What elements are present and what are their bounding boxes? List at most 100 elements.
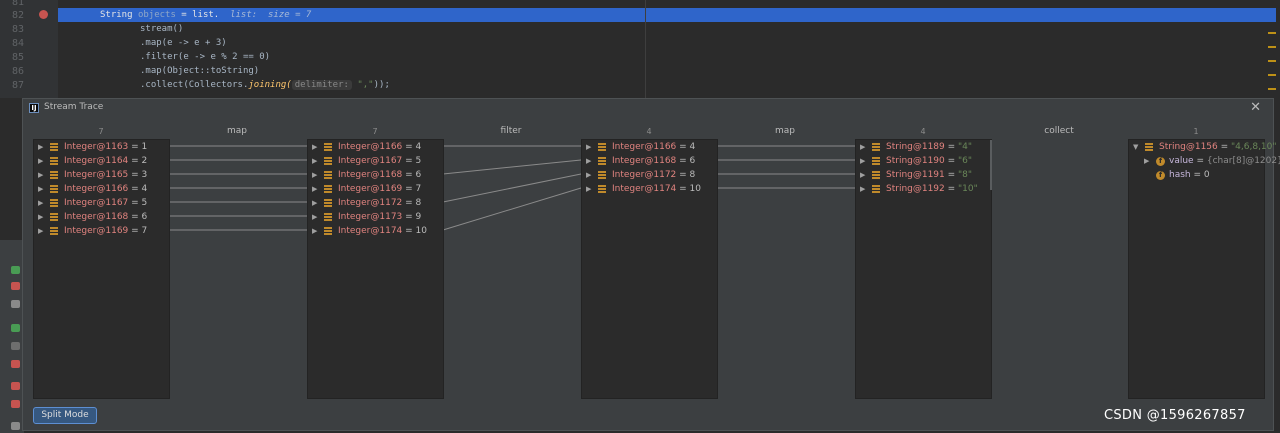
restore-icon[interactable] — [11, 282, 20, 290]
code-line-82: String objects = list. list: size = 7 — [100, 10, 311, 20]
dialog-title-bar[interactable]: IJ Stream Trace ✕ — [23, 99, 1273, 118]
object-name: Integer@1169 — [338, 184, 403, 194]
object-icon — [1145, 143, 1153, 151]
param-hint: delimiter: — [291, 80, 352, 90]
warning-marker[interactable] — [1268, 74, 1276, 76]
object-name: String@1192 — [886, 184, 945, 194]
stage-label-map: map — [227, 126, 247, 136]
resume-icon[interactable] — [11, 324, 20, 332]
expand-arrow-icon[interactable]: ▶ — [586, 185, 592, 193]
expand-arrow-icon[interactable]: ▶ — [38, 199, 44, 207]
object-name: Integer@1173 — [338, 212, 403, 222]
rerun-icon[interactable] — [11, 266, 20, 274]
debug-toolbar — [0, 240, 24, 433]
intellij-logo-icon: IJ — [29, 103, 39, 113]
object-icon — [324, 185, 332, 193]
object-name: Integer@1168 — [64, 212, 129, 222]
execution-line-highlight — [58, 8, 1276, 22]
object-name: Integer@1172 — [612, 170, 677, 180]
expand-arrow-icon[interactable]: ▶ — [38, 185, 44, 193]
stage-label-collect: collect — [1044, 126, 1074, 136]
expand-arrow-icon[interactable]: ▶ — [312, 213, 318, 221]
object-icon — [598, 143, 606, 151]
stream-panel-after-map-string[interactable]: ▶String@1189 = "4" ▶String@1190 = "6" ▶S… — [855, 139, 992, 399]
expand-arrow-icon[interactable]: ▶ — [586, 157, 592, 165]
stream-panel-source[interactable]: ▶Integer@1163 = 1 ▶Integer@1164 = 2 ▶Int… — [33, 139, 170, 399]
object-value: "8" — [958, 170, 973, 180]
trace-links — [169, 145, 855, 231]
breakpoint-icon[interactable] — [39, 10, 48, 19]
expand-arrow-icon[interactable]: ▶ — [1144, 157, 1150, 165]
expand-arrow-icon[interactable]: ▶ — [860, 157, 866, 165]
object-value: "6" — [958, 156, 973, 166]
warning-marker[interactable] — [1268, 46, 1276, 48]
stop-icon[interactable] — [11, 360, 20, 368]
line-number: 87 — [11, 80, 24, 91]
object-name: Integer@1172 — [338, 198, 403, 208]
stream-panel-after-filter[interactable]: ▶Integer@1166 = 4 ▶Integer@1168 = 6 ▶Int… — [581, 139, 718, 399]
expand-arrow-icon[interactable]: ▶ — [312, 199, 318, 207]
collapse-arrow-icon[interactable]: ▼ — [1133, 143, 1139, 151]
object-name: Integer@1174 — [612, 184, 677, 194]
field-icon: f — [1156, 171, 1165, 180]
object-value: 8 — [415, 198, 422, 208]
stream-panel-after-map[interactable]: ▶Integer@1166 = 4 ▶Integer@1167 = 5 ▶Int… — [307, 139, 444, 399]
expand-arrow-icon[interactable]: ▶ — [312, 143, 318, 151]
warning-marker[interactable] — [1268, 88, 1276, 90]
object-name: Integer@1163 — [64, 142, 129, 152]
camera-icon[interactable] — [11, 422, 20, 430]
expand-arrow-icon[interactable]: ▶ — [860, 185, 866, 193]
object-value: 4 — [689, 142, 696, 152]
object-icon — [872, 157, 880, 165]
code-joining-method: joining( — [248, 80, 292, 90]
expand-arrow-icon[interactable]: ▶ — [312, 157, 318, 165]
scrollbar[interactable] — [990, 140, 992, 190]
object-icon — [324, 199, 332, 207]
view-breakpoints-icon[interactable] — [11, 382, 20, 390]
expand-arrow-icon[interactable]: ▶ — [586, 143, 592, 151]
object-value: 9 — [415, 212, 422, 222]
line-number: 86 — [11, 66, 24, 77]
object-icon — [598, 171, 606, 179]
expand-arrow-icon[interactable]: ▶ — [38, 213, 44, 221]
split-mode-button[interactable]: Split Mode — [33, 407, 97, 424]
settings-icon[interactable] — [11, 300, 20, 308]
object-icon — [324, 157, 332, 165]
stage-label-map: map — [775, 126, 795, 136]
panel-count: 1 — [1193, 127, 1199, 136]
close-icon[interactable]: ✕ — [1250, 100, 1261, 115]
object-icon — [598, 157, 606, 165]
pause-icon[interactable] — [11, 342, 20, 350]
expand-arrow-icon[interactable]: ▶ — [860, 143, 866, 151]
object-value: 7 — [141, 226, 148, 236]
mute-breakpoints-icon[interactable] — [11, 400, 20, 408]
expand-arrow-icon[interactable]: ▶ — [312, 227, 318, 235]
expand-arrow-icon[interactable]: ▶ — [860, 171, 866, 179]
object-value: "4" — [958, 142, 973, 152]
code-line-84: .map(e -> e + 3) — [140, 38, 227, 48]
expand-arrow-icon[interactable]: ▶ — [38, 157, 44, 165]
code-string-arg: "," — [357, 80, 374, 90]
trace-link — [442, 187, 582, 231]
expand-arrow-icon[interactable]: ▶ — [312, 185, 318, 193]
expand-arrow-icon[interactable]: ▶ — [38, 171, 44, 179]
object-icon — [50, 185, 58, 193]
field-value: {char[8]@1202} — [1206, 156, 1280, 166]
field-name: hash — [1169, 170, 1191, 180]
expand-arrow-icon[interactable]: ▶ — [38, 227, 44, 235]
object-name: String@1156 — [1159, 142, 1218, 152]
trace-link — [442, 159, 582, 175]
expand-arrow-icon[interactable]: ▶ — [312, 171, 318, 179]
expand-arrow-icon[interactable]: ▶ — [38, 143, 44, 151]
warning-marker[interactable] — [1268, 32, 1276, 34]
field-name: value — [1169, 156, 1194, 166]
object-name: Integer@1174 — [338, 226, 403, 236]
warning-marker[interactable] — [1268, 60, 1276, 62]
object-value: 6 — [689, 156, 696, 166]
object-icon — [872, 143, 880, 151]
expand-arrow-icon[interactable]: ▶ — [586, 171, 592, 179]
object-value: "4,6,8,10" — [1231, 142, 1277, 152]
code-editor[interactable]: 81 82 83 84 85 86 87 String objects = li… — [0, 0, 1280, 98]
inline-debug-hint: list: size = 7 — [230, 10, 312, 20]
